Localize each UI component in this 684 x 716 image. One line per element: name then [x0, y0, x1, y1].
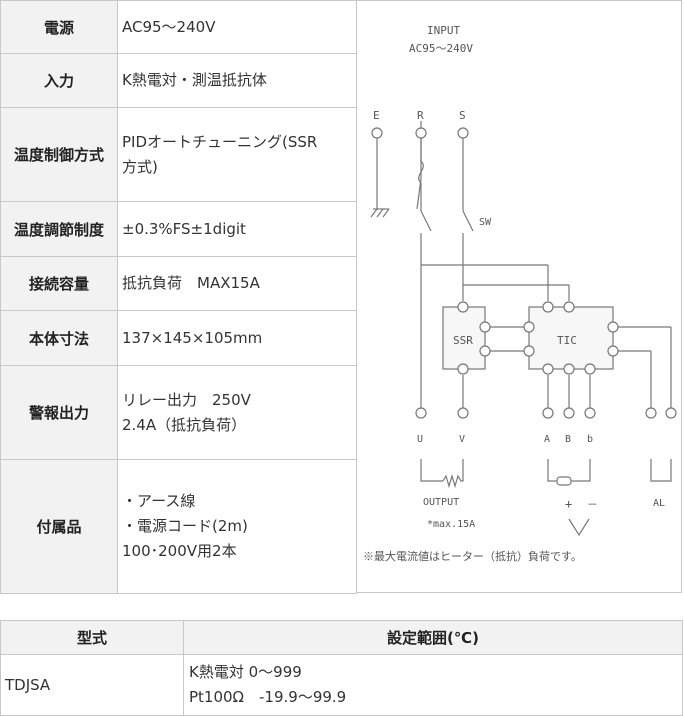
header-model: 型式	[0, 620, 184, 655]
diagram-terminal-s: S	[459, 109, 466, 122]
spec-label-capacity: 接続容量	[0, 256, 118, 311]
spec-row: 電源 AC95～240V	[0, 0, 357, 54]
spec-row: 本体寸法 137×145×105mm	[0, 310, 357, 366]
spec-label-control: 温度制御方式	[0, 107, 118, 202]
spec-section: 電源 AC95～240V 入力 K熱電対・測温抵抗体 温度制御方式 PIDオート…	[0, 0, 682, 594]
diagram-output-b2: b	[587, 434, 593, 445]
spec-label-accuracy: 温度調節制度	[0, 201, 118, 257]
diagram-tic-label: TIC	[557, 334, 577, 347]
model-table: 型式 設定範囲(℃) TDJSA K熱電対 0～999 Pt100Ω -19.9…	[0, 620, 683, 716]
spec-value-dimensions: 137×145×105mm	[117, 310, 357, 366]
diagram-output-a: A	[544, 434, 550, 445]
spec-row: 入力 K熱電対・測温抵抗体	[0, 53, 357, 108]
diagram-input-voltage: AC95～240V	[409, 42, 473, 55]
model-table-header-row: 型式 設定範囲(℃)	[0, 620, 683, 655]
spec-row: 接続容量 抵抗負荷 MAX15A	[0, 256, 357, 311]
diagram-sensor-minus: －	[587, 498, 598, 511]
spec-label-input: 入力	[0, 53, 118, 108]
spec-value-input: K熱電対・測温抵抗体	[117, 53, 357, 108]
diagram-output-u: U	[417, 434, 423, 445]
header-range: 設定範囲(℃)	[183, 620, 683, 655]
spec-value-accessories: ・アース線・電源コード(2m)100･200V用2本	[117, 459, 357, 594]
diagram-sensor-plus: +	[565, 497, 572, 511]
diagram-alarm-label: AL	[653, 498, 665, 509]
wiring-diagram: INPUT AC95～240V E R S SW SSR TIC U V A B…	[356, 0, 682, 593]
spec-label-dimensions: 本体寸法	[0, 310, 118, 366]
spec-table: 電源 AC95～240V 入力 K熱電対・測温抵抗体 温度制御方式 PIDオート…	[0, 0, 357, 594]
diagram-output-b1: B	[565, 434, 571, 445]
diagram-input-label: INPUT	[427, 24, 460, 37]
diagram-output-max: *max.15A	[427, 519, 475, 530]
diagram-ssr-label: SSR	[453, 334, 473, 347]
spec-label-accessories: 付属品	[0, 459, 118, 594]
range-line: Pt100Ω -19.9～99.9	[189, 688, 347, 706]
table-row: TDJSA K熱電対 0～999 Pt100Ω -19.9～99.9	[0, 654, 683, 716]
model-cell: TDJSA	[0, 654, 184, 716]
spec-value-capacity: 抵抗負荷 MAX15A	[117, 256, 357, 311]
spec-value-accuracy: ±0.3%FS±1digit	[117, 201, 357, 257]
wiring-diagram-svg: INPUT AC95～240V E R S SW SSR TIC U V A B…	[363, 24, 677, 563]
spec-value-power: AC95～240V	[117, 0, 357, 54]
diagram-output-label: OUTPUT	[423, 497, 459, 508]
spec-label-alarm: 警報出力	[0, 365, 118, 460]
diagram-note: ※最大電流値はヒーター（抵抗）負荷です。	[363, 549, 582, 563]
spec-row: 付属品 ・アース線・電源コード(2m)100･200V用2本	[0, 459, 357, 594]
diagram-terminal-r: R	[417, 109, 424, 122]
diagram-output-v: V	[459, 434, 465, 445]
diagram-terminal-e: E	[373, 109, 380, 122]
spec-row: 温度調節制度 ±0.3%FS±1digit	[0, 201, 357, 257]
diagram-switch-label: SW	[479, 217, 492, 228]
spec-label-power: 電源	[0, 0, 118, 54]
range-line: K熱電対 0～999	[189, 663, 302, 681]
range-cell: K熱電対 0～999 Pt100Ω -19.9～99.9	[183, 654, 683, 716]
